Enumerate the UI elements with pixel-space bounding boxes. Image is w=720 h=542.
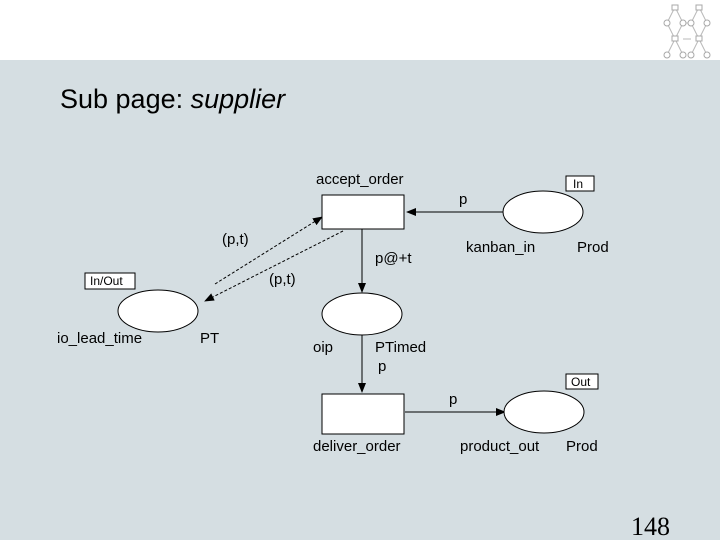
deliver-order-label: deliver_order bbox=[313, 438, 401, 455]
arc-label-deliver-to-product: p bbox=[449, 391, 457, 408]
oip-name: oip bbox=[313, 339, 333, 356]
place-io-lead-time bbox=[117, 289, 199, 333]
port-tag-inout: In/Out bbox=[90, 274, 123, 288]
place-product-out bbox=[503, 390, 585, 434]
oip-type: PTimed bbox=[375, 339, 426, 356]
place-kanban-in bbox=[502, 190, 584, 234]
io-lead-time-name: io_lead_time bbox=[57, 330, 142, 347]
arc-label-kanban-to-accept: p bbox=[459, 191, 467, 208]
arc-io-to-accept bbox=[214, 216, 323, 285]
accept-order-label: accept_order bbox=[316, 171, 404, 188]
title-page-name: supplier bbox=[190, 84, 286, 114]
petri-net-logo-icon bbox=[663, 4, 711, 59]
transition-accept-order bbox=[321, 194, 405, 230]
port-tag-in: In bbox=[573, 177, 583, 191]
product-out-type: Prod bbox=[566, 438, 598, 455]
page-number: 148 bbox=[631, 512, 670, 541]
transition-deliver-order bbox=[321, 393, 405, 435]
port-tag-inout-box bbox=[84, 272, 136, 290]
slide-title: Sub page: supplier bbox=[60, 84, 285, 115]
port-tag-out: Out bbox=[571, 375, 591, 389]
arc-label-accept-to-oip: p@+t bbox=[375, 250, 412, 267]
arc-label-oip-to-deliver: p bbox=[378, 358, 386, 375]
product-out-name: product_out bbox=[460, 438, 540, 455]
port-tag-in-box bbox=[565, 175, 595, 192]
kanban-in-name: kanban_in bbox=[466, 239, 535, 256]
kanban-in-type: Prod bbox=[577, 239, 609, 256]
arc-label-accept-to-io: (p,t) bbox=[222, 231, 249, 248]
place-oip bbox=[321, 292, 403, 336]
port-tag-out-box bbox=[565, 373, 599, 390]
arc-label-io-to-accept: (p,t) bbox=[269, 271, 296, 288]
slide-header-band bbox=[0, 0, 720, 60]
io-lead-time-type: PT bbox=[200, 330, 219, 347]
arc-accept-to-io bbox=[204, 230, 344, 302]
title-prefix: Sub page: bbox=[60, 84, 191, 114]
